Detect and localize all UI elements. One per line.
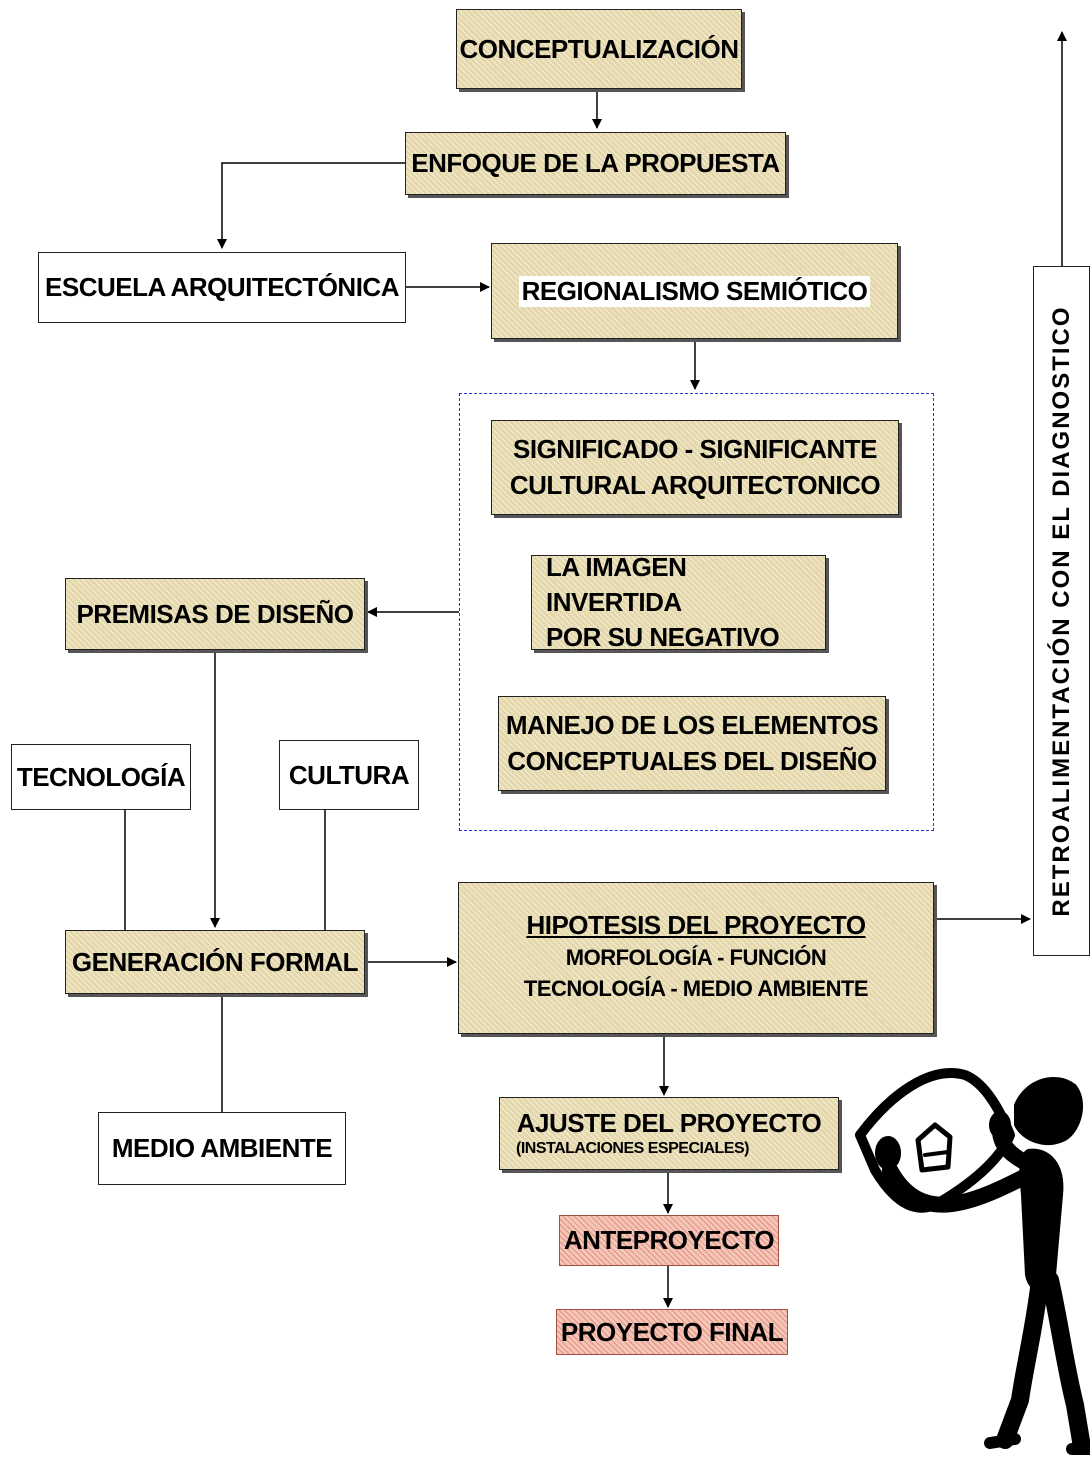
- node-manejo: MANEJO DE LOS ELEMENTOS CONCEPTUALES DEL…: [498, 696, 886, 791]
- node-anteproyecto-label: ANTEPROYECTO: [563, 1225, 775, 1255]
- node-tecnologia-label: TECNOLOGÍA: [16, 761, 186, 792]
- node-premisas: PREMISAS DE DISEÑO: [65, 578, 365, 650]
- person-holding-map-icon: [855, 1068, 1090, 1455]
- node-hipotesis-title: HIPOTESIS DEL PROYECTO: [526, 910, 866, 940]
- node-retroalimentacion: [1033, 266, 1090, 956]
- node-significado-line1: SIGNIFICADO - SIGNIFICANTE: [513, 434, 878, 465]
- node-medio-ambiente: MEDIO AMBIENTE: [98, 1112, 346, 1185]
- node-cultura: CULTURA: [279, 740, 419, 810]
- node-hipotesis-line1: MORFOLOGÍA - FUNCIÓN: [565, 944, 827, 970]
- node-regionalismo-label: REGIONALISMO SEMIÓTICO: [518, 276, 871, 307]
- node-escuela: ESCUELA ARQUITECTÓNICA: [38, 252, 406, 323]
- node-imagen-line2: POR SU NEGATIVO: [546, 622, 780, 653]
- node-conceptualizacion: CONCEPTUALIZACIÓN: [456, 9, 742, 89]
- node-ajuste: AJUSTE DEL PROYECTO (INSTALACIONES ESPEC…: [499, 1097, 839, 1170]
- node-ajuste-subtitle: (INSTALACIONES ESPECIALES): [516, 1139, 749, 1157]
- concept-group-frame: [459, 393, 934, 831]
- node-enfoque-label: ENFOQUE DE LA PROPUESTA: [411, 148, 780, 178]
- node-retroalimentacion-label: RETROALIMENTACIÓN CON EL DIAGNOSTICO: [1048, 305, 1075, 917]
- node-significado: SIGNIFICADO - SIGNIFICANTE CULTURAL ARQU…: [491, 420, 899, 515]
- node-imagen: LA IMAGEN INVERTIDA POR SU NEGATIVO: [531, 552, 826, 652]
- node-generacion: GENERACIÓN FORMAL: [65, 930, 365, 994]
- node-regionalismo: REGIONALISMO SEMIÓTICO: [491, 243, 898, 339]
- node-imagen-line1: LA IMAGEN INVERTIDA: [546, 551, 687, 617]
- node-proyecto-final-label: PROYECTO FINAL: [560, 1316, 784, 1347]
- node-hipotesis: HIPOTESIS DEL PROYECTO MORFOLOGÍA - FUNC…: [458, 882, 934, 1034]
- node-hipotesis-line2: TECNOLOGÍA - MEDIO AMBIENTE: [523, 975, 869, 1001]
- node-conceptualizacion-label: CONCEPTUALIZACIÓN: [459, 33, 739, 64]
- node-manejo-line2: CONCEPTUALES DEL DISEÑO: [507, 745, 877, 776]
- node-proyecto-final: PROYECTO FINAL: [556, 1309, 788, 1355]
- node-escuela-label: ESCUELA ARQUITECTÓNICA: [45, 272, 399, 302]
- node-tecnologia: TECNOLOGÍA: [11, 744, 191, 810]
- node-significado-line2: CULTURAL ARQUITECTONICO: [509, 469, 881, 500]
- node-manejo-line1: MANEJO DE LOS ELEMENTOS: [505, 710, 879, 741]
- node-enfoque: ENFOQUE DE LA PROPUESTA: [405, 132, 786, 195]
- node-anteproyecto: ANTEPROYECTO: [559, 1215, 779, 1266]
- node-ajuste-title: AJUSTE DEL PROYECTO: [516, 1107, 822, 1138]
- node-cultura-label: CULTURA: [288, 759, 410, 790]
- node-generacion-label: GENERACIÓN FORMAL: [71, 946, 359, 977]
- node-premisas-label: PREMISAS DE DISEÑO: [76, 598, 354, 629]
- node-medio-ambiente-label: MEDIO AMBIENTE: [111, 1133, 333, 1163]
- arrow-enfoque-escuela: [217, 162, 405, 249]
